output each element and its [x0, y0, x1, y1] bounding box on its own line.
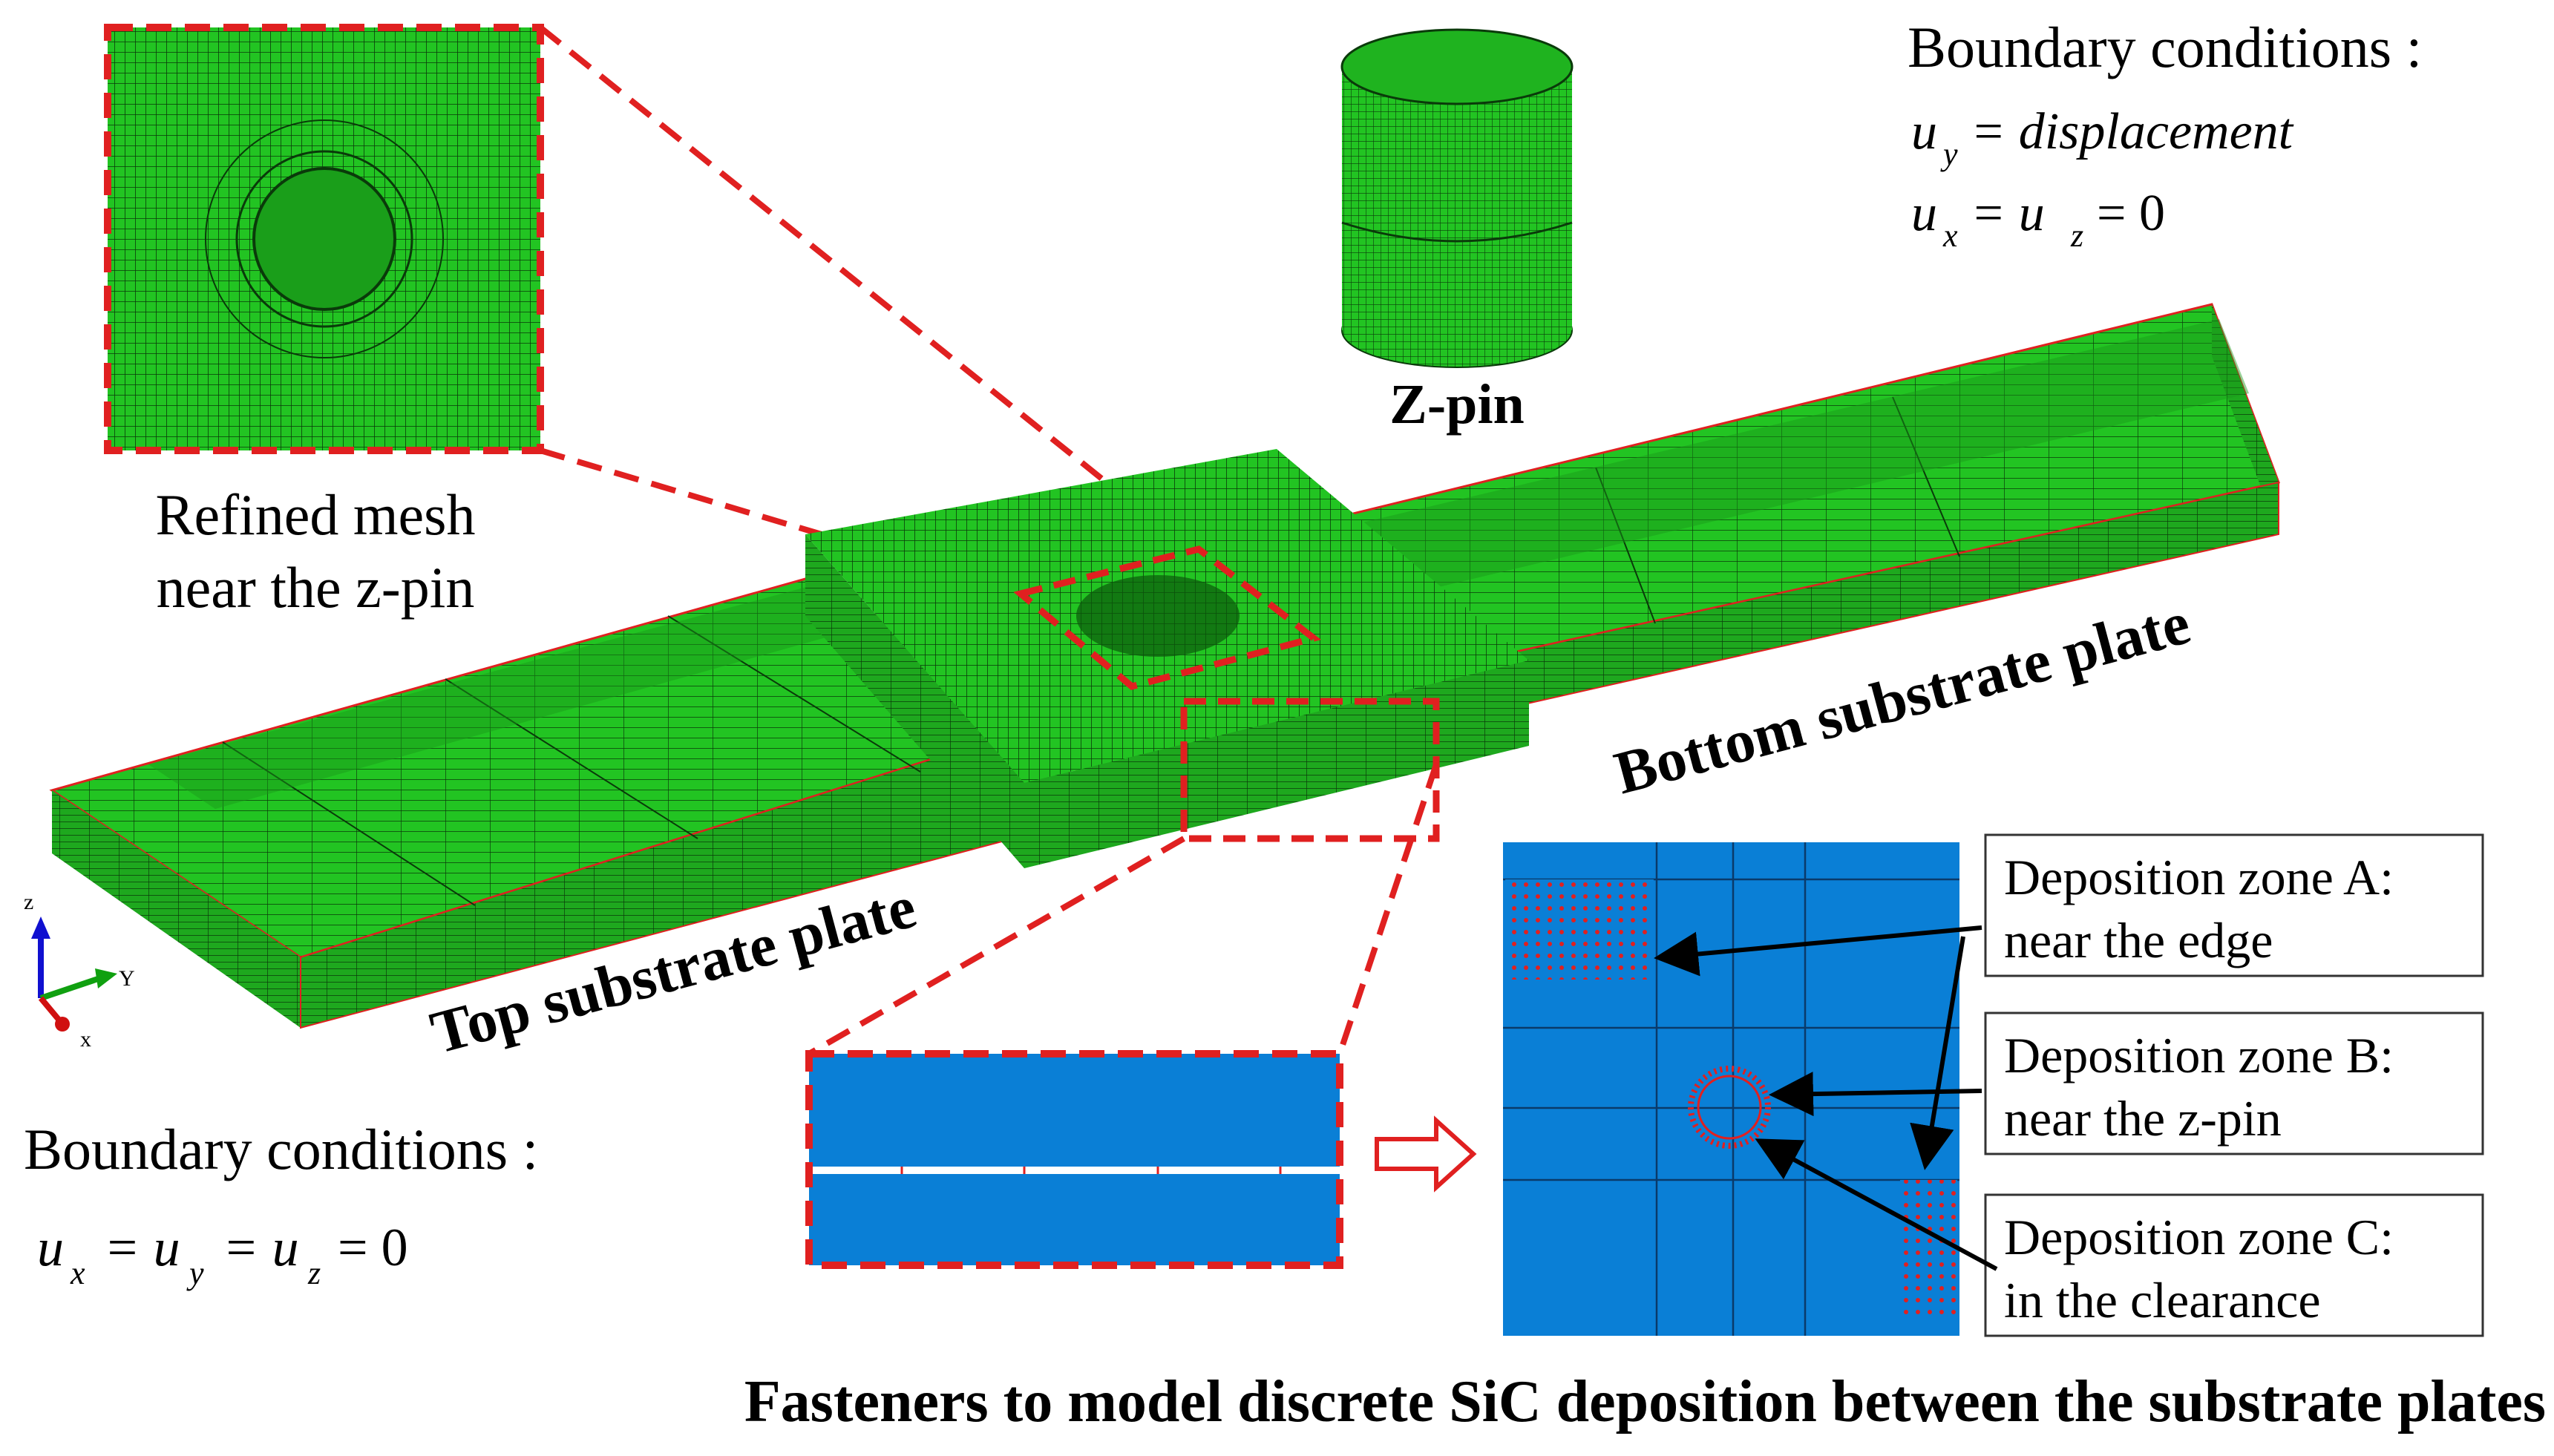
fe-assembly	[49, 303, 2281, 1029]
refined-mesh-inset	[104, 24, 544, 454]
bc-top-eq2-mid: = u	[1971, 185, 2045, 242]
zone-b-line1: Deposition zone B:	[2004, 1027, 2394, 1083]
zpin-label: Z-pin	[1389, 373, 1525, 436]
zone-c-box: Deposition zone C: in the clearance	[1984, 1193, 2484, 1337]
zone-a-box: Deposition zone A: near the edge	[1984, 833, 2484, 977]
bc-bottom-s2: y	[186, 1255, 204, 1291]
zone-c-dots	[1900, 1180, 1957, 1317]
cross-section-panel	[805, 1050, 1343, 1269]
figure-caption: Fasteners to model discrete SiC depositi…	[744, 1369, 2546, 1434]
zone-b-line2: near the z-pin	[2004, 1090, 2282, 1147]
bc-top-eq2-rhs: = 0	[2097, 185, 2165, 242]
bc-top-eq1-sub: y	[1940, 136, 1958, 172]
refined-mesh-label-line1: Refined mesh	[155, 482, 475, 547]
top-substrate-plate-model	[49, 577, 1072, 1029]
bc-top-eq2-sub1: x	[1942, 217, 1958, 254]
zone-c-line2: in the clearance	[2004, 1272, 2321, 1328]
bc-top-eq1-rhs: = displacement	[1971, 103, 2294, 160]
refined-mesh-label-line2: near the z-pin	[157, 555, 475, 620]
bc-bottom-s3: z	[307, 1255, 321, 1291]
zone-a-line2: near the edge	[2004, 912, 2273, 968]
zpin-region-highlight	[1013, 545, 1321, 690]
zone-arrows	[1654, 925, 1998, 1271]
axis-x-label: x	[80, 1027, 91, 1052]
axis-triad: z Y x	[24, 890, 135, 1052]
zpin-model	[1340, 28, 1574, 368]
overlap-region-model	[805, 449, 1529, 868]
boundary-conditions-bottom: Boundary conditions : u x = u y = u z = …	[24, 1117, 538, 1291]
zone-b-box: Deposition zone B: near the z-pin	[1984, 1011, 2484, 1155]
axis-y-label: Y	[119, 966, 135, 991]
zone-b-ring	[1688, 1066, 1771, 1149]
refined-mesh-label: Refined mesh near the z-pin	[155, 482, 475, 620]
zone-a-line1: Deposition zone A:	[2004, 849, 2394, 905]
transition-arrow-icon	[1375, 1115, 1477, 1193]
zone-a-dots	[1505, 879, 1654, 980]
bc-bottom-u3: = u	[223, 1218, 299, 1277]
bc-bottom-title: Boundary conditions :	[24, 1117, 538, 1181]
boundary-conditions-top: Boundary conditions : u y = displacement…	[1908, 15, 2422, 254]
zone-c-line1: Deposition zone C:	[2004, 1209, 2394, 1265]
bc-top-title: Boundary conditions :	[1908, 15, 2422, 79]
section-zoom-lines	[808, 763, 1439, 1057]
axis-z-label: z	[24, 890, 33, 914]
bc-top-eq1-u: u	[1911, 103, 1937, 160]
inset-zoom-lines	[538, 24, 1201, 597]
bc-bottom-u2: = u	[104, 1218, 180, 1277]
bc-top-eq2-u1: u	[1911, 185, 1937, 242]
bc-bottom-s1: x	[70, 1255, 85, 1291]
deposition-plan-view	[1503, 842, 1959, 1336]
bc-bottom-u1: u	[37, 1218, 64, 1277]
bc-bottom-rhs: = 0	[338, 1218, 408, 1277]
bc-top-eq2-sub2: z	[2070, 217, 2083, 254]
